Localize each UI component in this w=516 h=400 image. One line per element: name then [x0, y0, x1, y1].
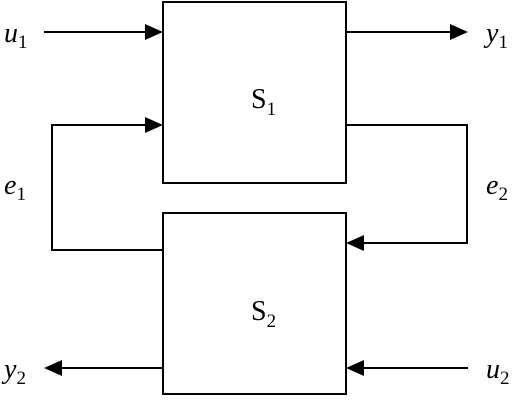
arrowhead-u1 [145, 24, 163, 40]
label-e1: e1 [4, 170, 26, 205]
label-s1: S1 [251, 84, 276, 120]
arrowhead-y1 [450, 24, 468, 40]
wire-e1-loop [51, 124, 163, 251]
block-s2 [162, 212, 347, 395]
arrowhead-u2 [346, 360, 364, 376]
arrowhead-y2 [44, 360, 62, 376]
label-u1: u1 [4, 18, 28, 53]
label-e2: e2 [486, 170, 508, 205]
label-u2: u2 [486, 354, 510, 389]
label-y1: y1 [483, 18, 508, 53]
label-s2: S2 [251, 296, 276, 332]
label-y2: y2 [1, 354, 26, 389]
wire-e2-loop [346, 124, 468, 244]
block-s1 [162, 1, 347, 184]
arrowhead-e1 [145, 117, 163, 133]
arrowhead-e2 [346, 235, 364, 251]
